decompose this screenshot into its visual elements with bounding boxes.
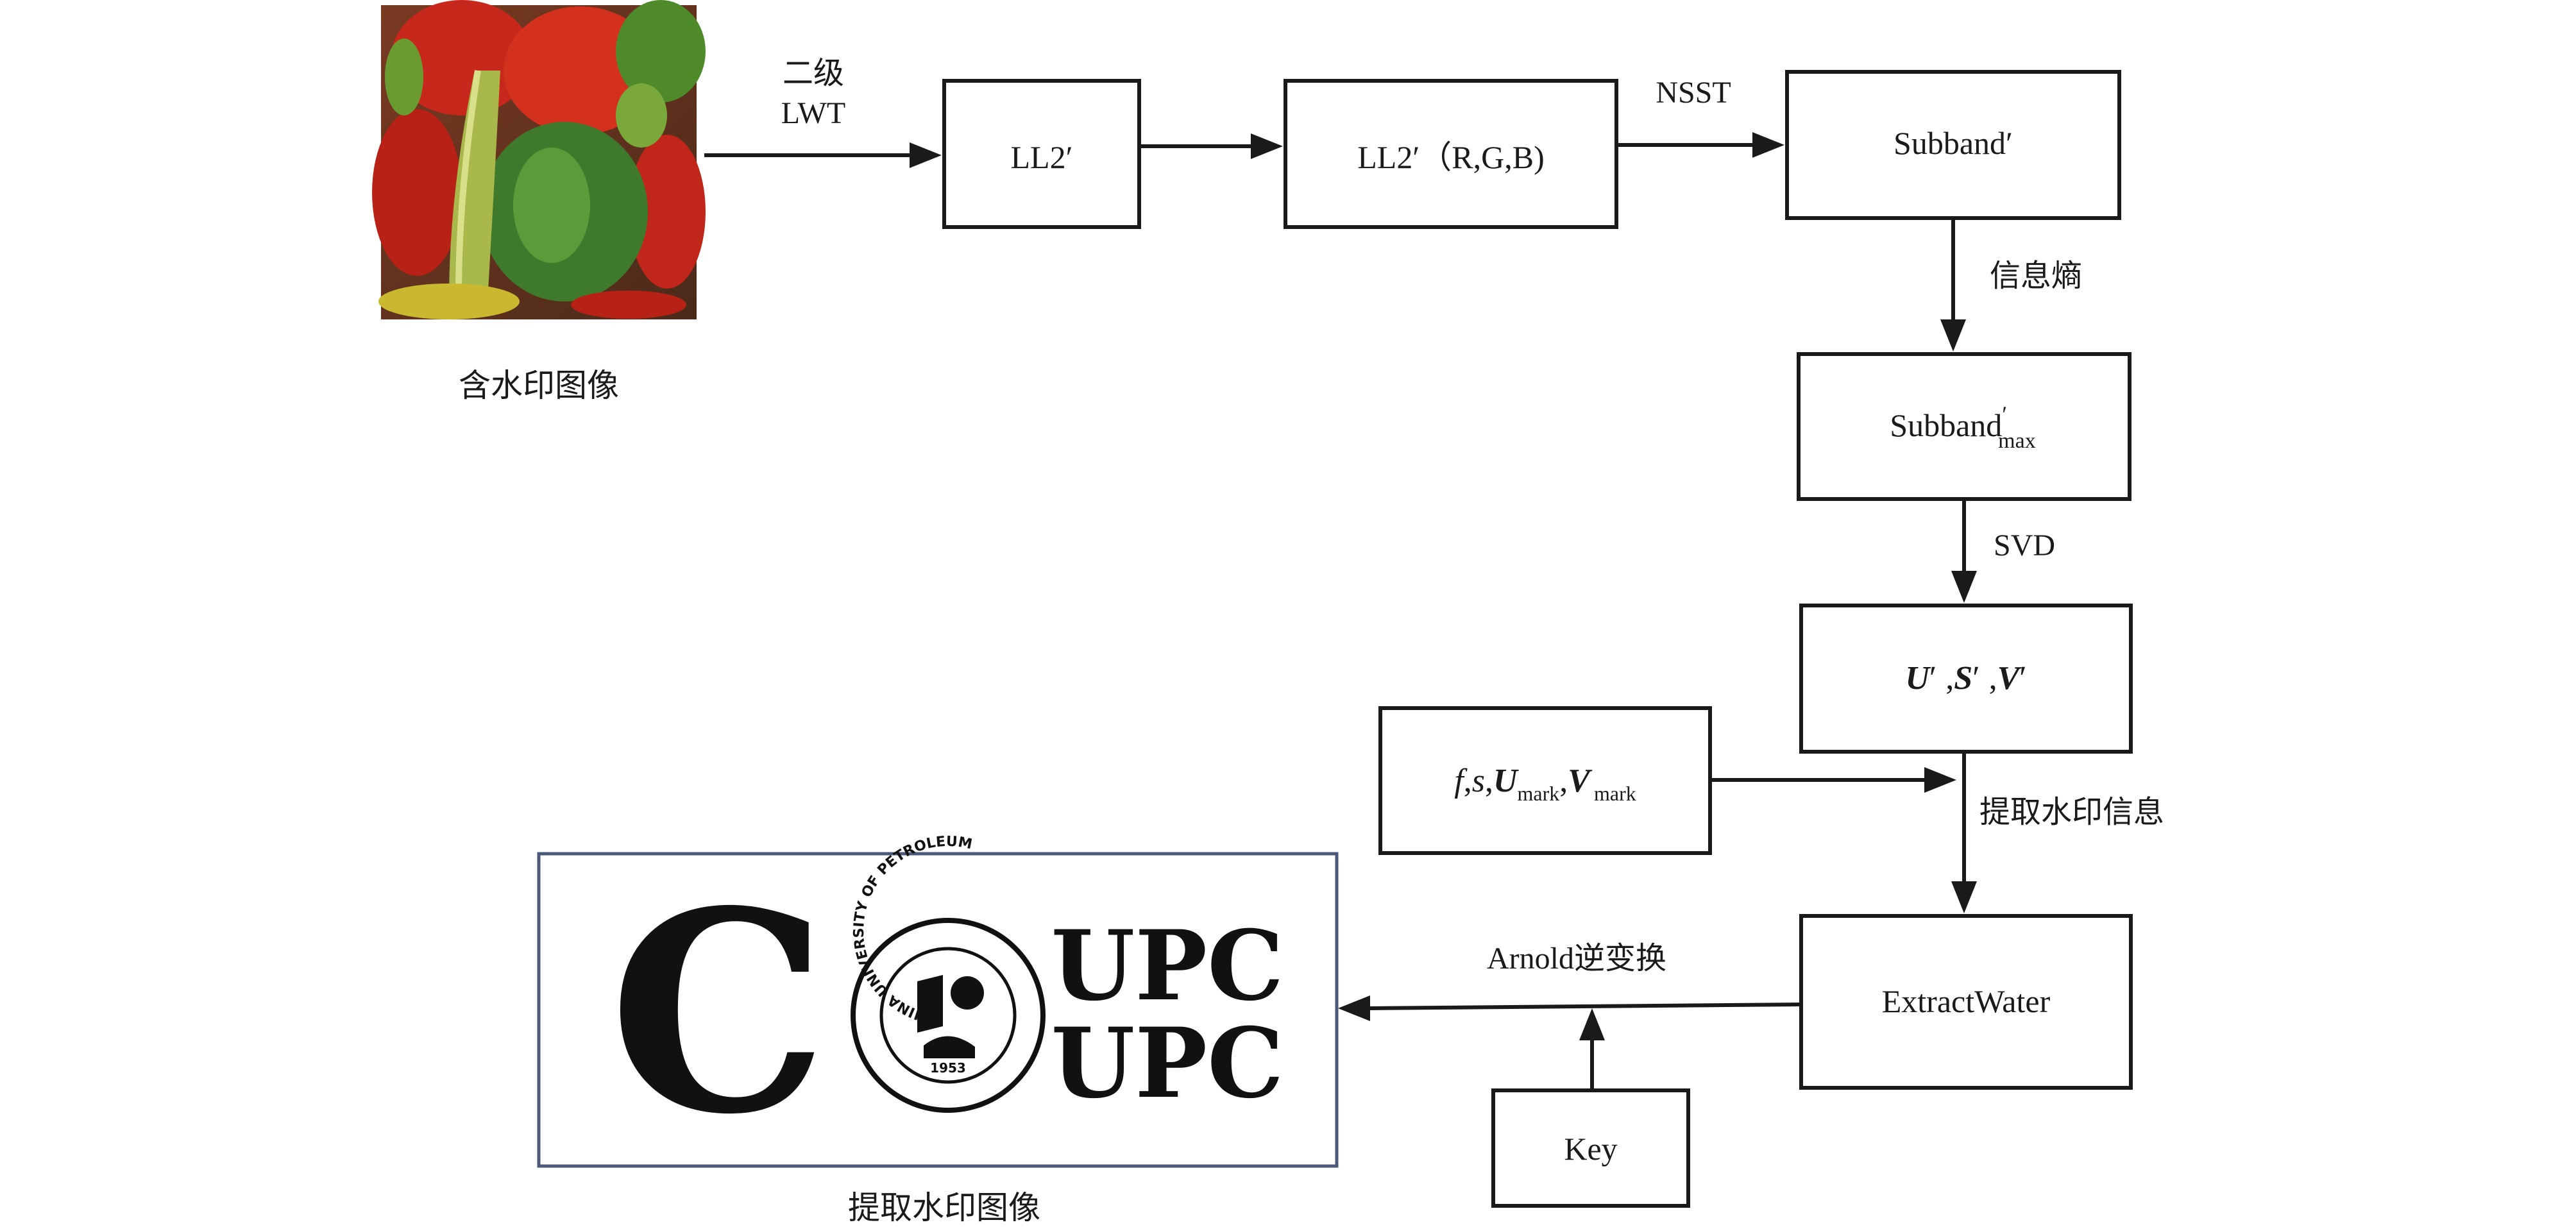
watermark-letter-c: C xyxy=(609,851,828,1175)
edge-extract-to-output xyxy=(1338,995,1802,1021)
node-subband-max: Subband′max xyxy=(1797,352,2131,501)
edge-params-to-extract-line xyxy=(1710,767,1956,793)
node-extract-water: ExtractWater xyxy=(1799,914,2133,1090)
edge-usv-to-extract xyxy=(1951,753,1977,913)
subband-max-sub: max xyxy=(1998,429,2036,453)
watermarked-image xyxy=(372,0,706,319)
extracted-watermark-caption: 提取水印图像 xyxy=(848,1190,1040,1226)
edge-ll2rgb-to-subband xyxy=(1616,132,1784,158)
subband-max-sup: ′ xyxy=(2002,402,2007,427)
node-ll2-rgb: LL2′（R,G,B) xyxy=(1284,79,1618,229)
subband-max-base: Subband xyxy=(1890,407,2002,443)
watermark-upc-line2: UPC xyxy=(1051,1007,1284,1120)
node-extract-water-label: ExtractWater xyxy=(1882,983,2051,1019)
node-key: Key xyxy=(1491,1088,1690,1208)
edge-label-svd: SVD xyxy=(1994,529,2055,563)
node-usv: U′,S′,V′ xyxy=(1799,604,2133,754)
edge-subband-to-subbandmax xyxy=(1940,219,1966,351)
seal-year: 1953 xyxy=(930,1060,966,1076)
node-ll2-rgb-label: LL2′（R,G,B) xyxy=(1357,139,1544,175)
watermark-upc-line1: UPC xyxy=(1051,910,1284,1022)
edge-label-entropy: 信息熵 xyxy=(1990,259,2082,293)
watermarked-image-caption: 含水印图像 xyxy=(459,368,619,403)
edge-image-to-ll2 xyxy=(704,142,942,168)
node-subband-label: Subband′ xyxy=(1894,125,2013,161)
edge-label-lwt-line2: LWT xyxy=(781,96,845,130)
extracted-watermark-image: C CHINA UNIVERSITY OF PETROLEUM 1953 UPC… xyxy=(537,834,1339,1175)
edge-ll2-to-ll2rgb xyxy=(1140,133,1283,159)
edge-label-lwt-line1: 二级 xyxy=(783,56,844,90)
edge-label-arnold: Arnold逆变换 xyxy=(1487,942,1666,976)
edge-label-extract-info: 提取水印信息 xyxy=(1979,795,2164,829)
node-key-label: Key xyxy=(1564,1131,1617,1167)
edge-subbandmax-to-usv xyxy=(1951,500,1977,603)
node-ll2: LL2′ xyxy=(942,79,1141,229)
edge-label-nsst: NSST xyxy=(1656,76,1731,110)
node-usv-label: U′,S′,V′ xyxy=(1905,660,2026,697)
university-seal-logo: CHINA UNIVERSITY OF PETROLEUM 1953 xyxy=(851,834,1046,1113)
edge-key-to-arnold xyxy=(1579,1008,1605,1089)
node-ll2-label: LL2′ xyxy=(1010,139,1072,175)
node-subband: Subband′ xyxy=(1785,70,2121,220)
node-subband-max-label: Subband′max xyxy=(1890,402,2035,453)
